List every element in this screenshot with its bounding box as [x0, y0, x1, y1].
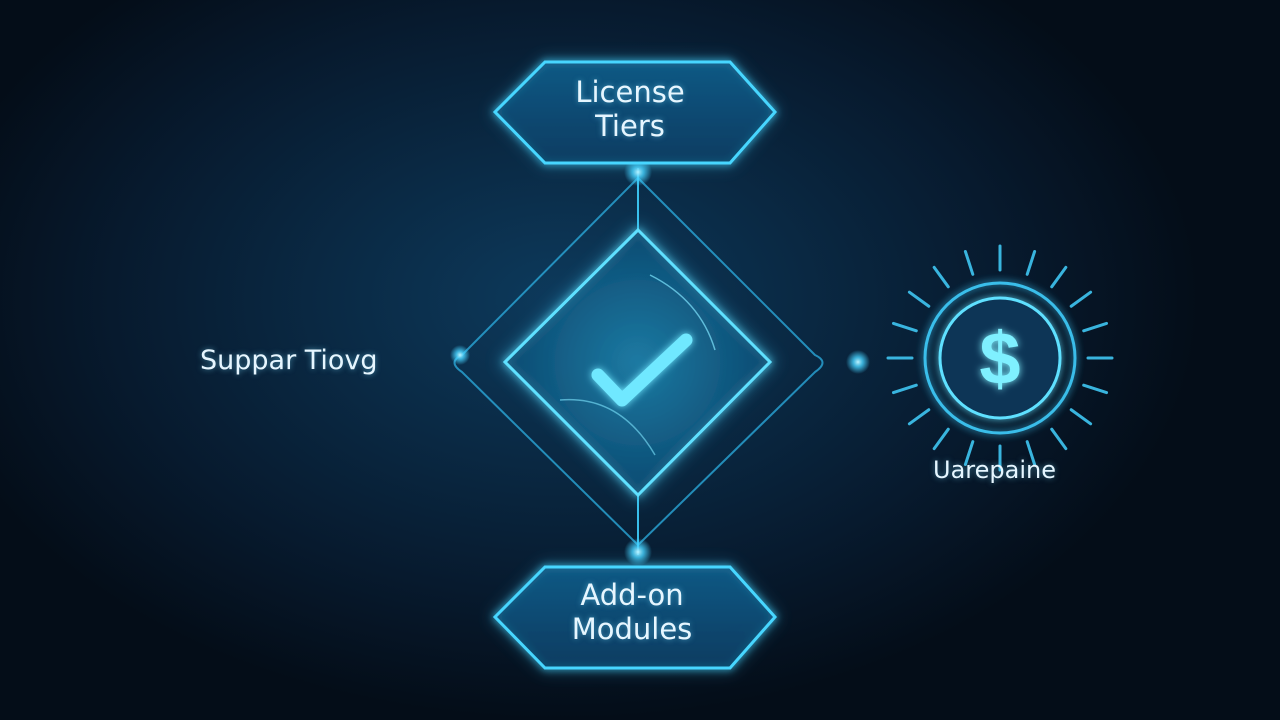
dollar-ray	[891, 321, 918, 333]
top-node-line2: Tiers	[595, 109, 665, 144]
left-connector-dot	[450, 345, 470, 365]
top-hexagon-node	[492, 60, 778, 165]
dollar-ray	[932, 427, 950, 451]
dollar-ray	[1069, 290, 1093, 308]
dollar-glyph: $	[979, 317, 1020, 400]
dollar-ray	[891, 383, 918, 395]
right-connector-dot	[846, 350, 870, 374]
diamond-inner-curve-top	[649, 274, 716, 351]
dollar-ray	[963, 440, 975, 467]
bottom-node-line1: Add-on	[580, 578, 684, 612]
checkmark-icon	[591, 333, 693, 407]
left-side-label: Suppar Tiovg	[200, 345, 378, 376]
bottom-connector-dot	[624, 538, 652, 566]
dollar-ray	[907, 408, 931, 426]
dollar-ray	[932, 265, 950, 289]
dollar-ray	[1069, 408, 1093, 426]
diamond-inner-curve-bottom	[559, 398, 656, 456]
license-tiers-node-label: License Tiers	[530, 75, 730, 143]
dollar-ray	[963, 249, 975, 276]
bottom-node-line2: Modules	[571, 612, 693, 647]
dollar-ray	[907, 290, 931, 308]
dollar-ray	[1082, 383, 1109, 395]
dollar-ray	[1082, 321, 1109, 333]
dollar-rays	[886, 244, 1114, 472]
dollar-ray	[1025, 440, 1037, 467]
dollar-sign-icon: $	[886, 244, 1114, 472]
bottom-hexagon-node	[492, 565, 778, 670]
dollar-ray	[1025, 249, 1037, 276]
right-side-label: Uarepaine	[933, 456, 1056, 484]
dollar-ray	[1050, 427, 1068, 451]
center-diamond-node	[502, 227, 773, 498]
top-node-line1: License	[575, 75, 685, 109]
add-on-modules-node-label: Add-on Modules	[532, 578, 732, 646]
dollar-ray	[1050, 265, 1068, 289]
